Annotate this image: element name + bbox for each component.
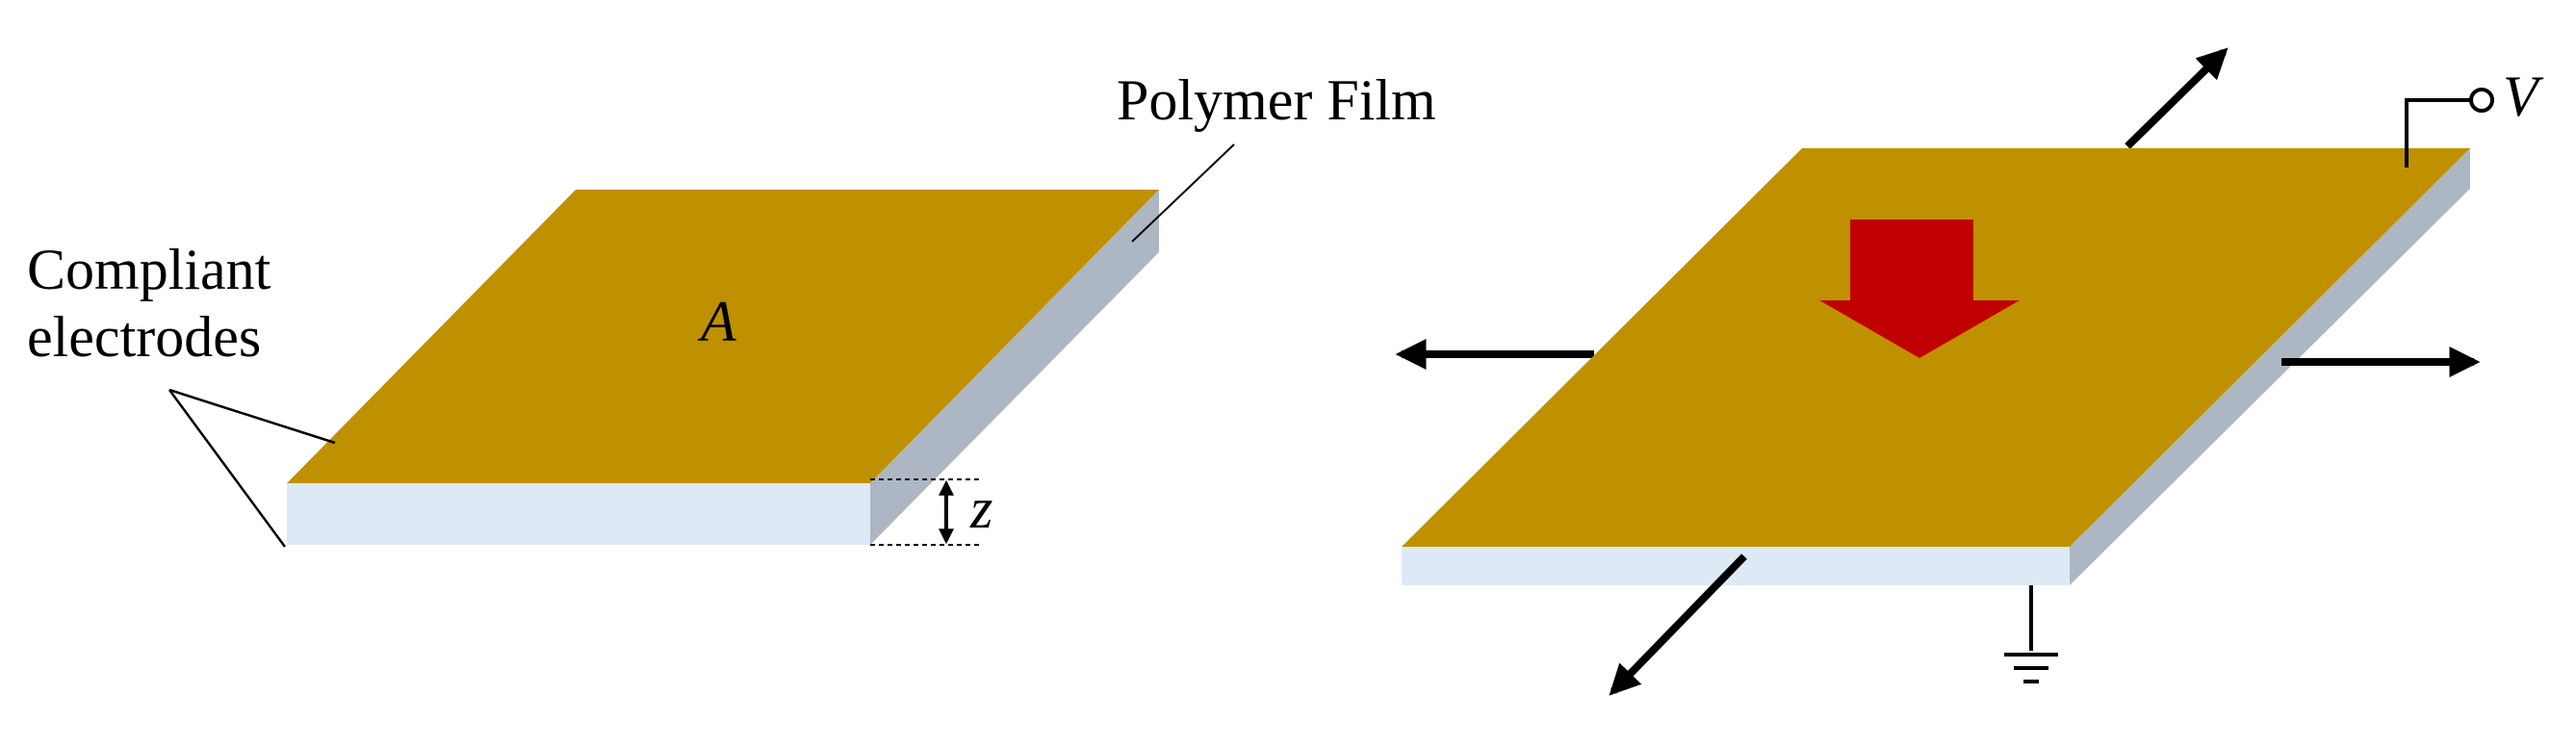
voltage-wire — [2405, 98, 2472, 167]
compliant-electrodes-label-line2: electrodes — [27, 305, 261, 369]
left-film-front-face — [287, 483, 870, 545]
thickness-label: z — [969, 477, 992, 540]
left-film-side-face — [870, 190, 1159, 545]
polymer-film-leader — [1131, 143, 1235, 243]
compliant-electrodes-leader-bottom — [167, 389, 287, 548]
expansion-arrow-down-left — [1609, 554, 1747, 696]
polymer-film-label: Polymer Film — [1117, 68, 1436, 132]
right-film-side-face — [2070, 148, 2470, 585]
expansion-arrow-up-right — [2125, 47, 2228, 149]
voltage-terminal-icon — [2469, 88, 2494, 113]
left-actuator: Polymer Film Compliant electrodes A z — [27, 68, 1436, 548]
area-label: A — [697, 290, 736, 353]
left-top-electrode — [287, 190, 1159, 483]
voltage-label: V — [2503, 64, 2544, 128]
compression-arrow — [1819, 219, 2020, 358]
ground-icon — [2004, 585, 2058, 683]
compliant-electrodes-leader-top — [168, 388, 336, 445]
compliant-electrodes-label-line1: Compliant — [27, 238, 271, 301]
right-actuator: V — [1395, 47, 2544, 696]
